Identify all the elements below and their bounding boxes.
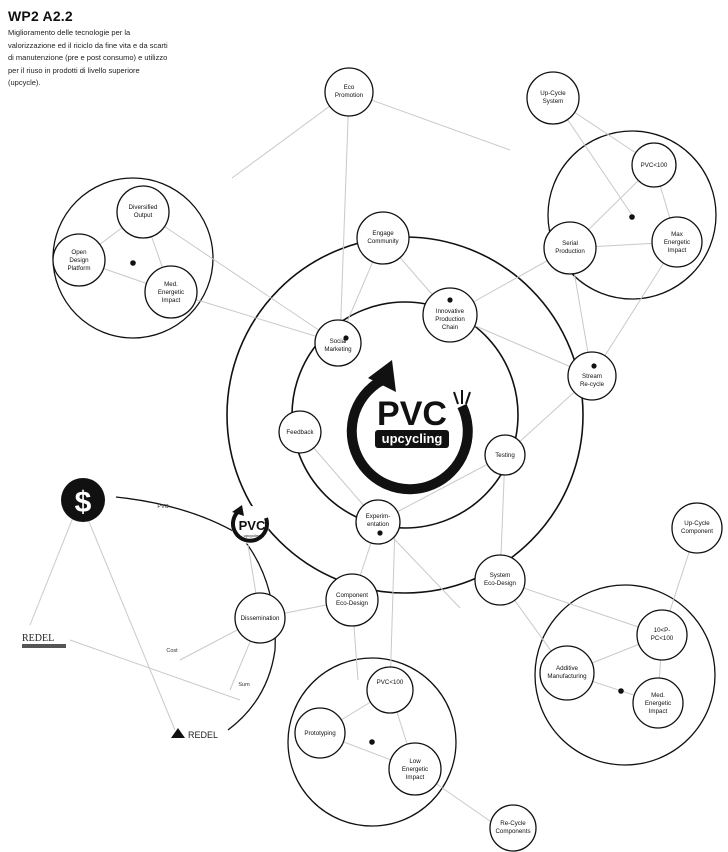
cluster-center-dots	[130, 214, 635, 745]
svg-text:PVC<100: PVC<100	[377, 679, 404, 686]
node-testing[interactable]: Testing	[484, 434, 526, 476]
svg-text:Prototyping: Prototyping	[304, 730, 336, 737]
dollar-symbol: $	[75, 486, 92, 519]
page-description: Miglioramento delle tecnologie per la va…	[8, 28, 168, 88]
arrow-head-icon	[368, 360, 396, 392]
node-experimentation[interactable]: Experim-entation	[355, 499, 401, 545]
node-pvc-range-right[interactable]: 10<P-PC<100	[636, 609, 688, 661]
small-pvc-logo: PVC upcycling	[231, 505, 269, 544]
node-pvc-100-bottom[interactable]: PVC<100	[366, 666, 414, 714]
cycle-arrow-icon	[346, 371, 473, 495]
svg-text:Feedback: Feedback	[286, 429, 314, 436]
cluster-top-right	[547, 130, 717, 300]
center-logo-main: PVC	[377, 395, 447, 433]
pvc-upcycling-logo: PVC upcycling	[346, 360, 473, 495]
svg-text:10<P-PC<100: 10<P-PC<100	[651, 627, 674, 642]
node-dissemination[interactable]: Dissemination	[234, 592, 286, 644]
redel-bottom-text: REDEL	[188, 730, 218, 740]
cluster-bottom	[287, 657, 457, 827]
redel-logo: REDEL	[22, 633, 66, 648]
node-feedback[interactable]: Feedback	[278, 410, 322, 454]
svg-text:Dissemination: Dissemination	[241, 615, 280, 622]
page-title: WP2 A2.2	[8, 8, 73, 24]
header: WP2 A2.2 Miglioramento delle tecnologie …	[8, 8, 208, 90]
cluster-right	[534, 584, 716, 766]
triangle-icon	[171, 728, 185, 738]
node-pvc-100-top[interactable]: PVC<100	[631, 142, 677, 188]
small-logo-sub: upcycling	[244, 533, 261, 538]
dollar-icon	[61, 478, 105, 522]
svg-text:Testing: Testing	[495, 452, 515, 459]
center-logo-sub-bg	[375, 430, 449, 448]
small-logo-main: PVC	[239, 518, 266, 533]
node-prototyping[interactable]: Prototyping	[294, 707, 346, 759]
redel-logo-text: REDEL	[22, 633, 54, 644]
edge-label-sum: Sum	[238, 682, 250, 688]
left-arc	[115, 496, 276, 731]
edge-label-pvc: PVC	[157, 504, 168, 510]
center-logo-sub: upcycling	[382, 431, 443, 446]
svg-text:Experim-entation: Experim-entation	[366, 513, 391, 528]
svg-text:PVC<100: PVC<100	[641, 162, 668, 169]
dollar-badge: $	[61, 478, 105, 522]
redel-logo-bottom: REDEL	[171, 728, 218, 740]
edge-label-cost: Cost	[166, 648, 178, 654]
